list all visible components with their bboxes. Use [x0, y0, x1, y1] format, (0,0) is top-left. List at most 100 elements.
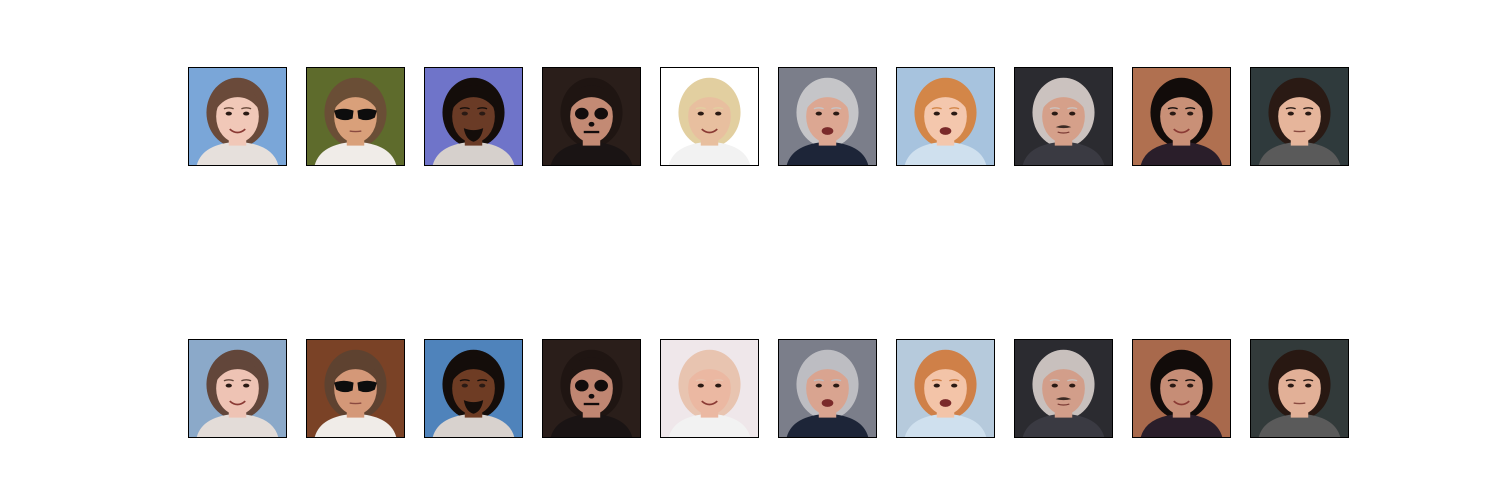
mouth	[701, 400, 718, 406]
moustache	[1055, 125, 1072, 129]
eye-right	[479, 383, 486, 388]
hair-top	[333, 85, 378, 111]
clothing	[668, 413, 751, 437]
hair-top	[923, 357, 968, 383]
face-thumbnail	[897, 340, 994, 437]
original-face-image	[1014, 67, 1113, 166]
reconstructed-face-image	[660, 339, 759, 438]
face	[688, 90, 731, 143]
hair-top	[1159, 85, 1204, 111]
hair-top	[687, 357, 732, 383]
eyebrows	[459, 379, 488, 382]
face	[1042, 90, 1085, 143]
eye-left	[1287, 383, 1294, 388]
eye-right	[243, 111, 250, 116]
eye-left	[225, 383, 232, 388]
face-thumbnail	[425, 340, 522, 437]
mouth	[1173, 400, 1190, 406]
eyebrows	[813, 379, 842, 382]
mouth	[821, 127, 834, 135]
eye-left	[933, 383, 940, 388]
original-face-image	[896, 67, 995, 166]
mouth	[701, 128, 718, 134]
eyebrows	[813, 107, 842, 110]
eyebrows	[695, 107, 724, 110]
face-thumbnail	[189, 68, 286, 165]
mouth	[939, 127, 952, 135]
eye-paint-right	[594, 379, 608, 392]
clothing	[196, 141, 279, 165]
face	[216, 362, 259, 415]
eye-right	[833, 383, 840, 388]
clothing	[668, 141, 751, 165]
clothing	[786, 141, 869, 165]
eye-left	[225, 111, 232, 116]
eye-right	[951, 111, 958, 116]
beard	[463, 400, 484, 414]
face	[1160, 90, 1203, 143]
nose-paint	[588, 393, 595, 399]
clothing	[196, 413, 279, 437]
clothing	[314, 141, 397, 165]
hair-top	[923, 85, 968, 111]
eyebrows	[1049, 379, 1078, 382]
face-thumbnail	[189, 340, 286, 437]
face-thumbnail	[543, 340, 640, 437]
eye-right	[1187, 383, 1194, 388]
eye-right	[951, 383, 958, 388]
eye-left	[1169, 383, 1176, 388]
mouth	[229, 128, 246, 134]
eye-left	[1287, 111, 1294, 116]
original-face-image	[188, 67, 287, 166]
clothing	[1140, 141, 1223, 165]
face	[570, 90, 613, 143]
clothing	[1140, 413, 1223, 437]
original-face-image	[1250, 67, 1349, 166]
original-face-image	[424, 67, 523, 166]
hair-top	[1041, 357, 1086, 383]
eye-left	[1051, 383, 1058, 388]
reconstructed-face-image	[1250, 339, 1349, 438]
face	[570, 362, 613, 415]
face	[334, 90, 377, 143]
clothing	[904, 413, 987, 437]
face-thumbnail	[1015, 68, 1112, 165]
face-thumbnail	[897, 68, 994, 165]
clothing	[1022, 141, 1105, 165]
hair-top	[1277, 85, 1322, 111]
eye-left	[815, 383, 822, 388]
hair-top	[687, 85, 732, 111]
hair-top	[333, 357, 378, 383]
face-thumbnail	[779, 68, 876, 165]
face	[334, 362, 377, 415]
reconstructed-face-image	[778, 339, 877, 438]
face	[806, 362, 849, 415]
reconstructed-face-image	[306, 339, 405, 438]
eye-right	[715, 111, 722, 116]
mouth	[229, 400, 246, 406]
mouth	[1057, 403, 1070, 406]
face	[216, 90, 259, 143]
mouth	[939, 399, 952, 407]
eye-right	[1069, 111, 1076, 116]
face-thumbnail	[543, 68, 640, 165]
eyebrows	[223, 379, 252, 382]
mouth	[821, 399, 834, 407]
eye-left	[1051, 111, 1058, 116]
eye-right	[1069, 383, 1076, 388]
mouth	[1173, 128, 1190, 134]
face	[1278, 90, 1321, 143]
hair-top	[451, 357, 496, 383]
face	[1042, 362, 1085, 415]
reconstructed-face-image	[1132, 339, 1231, 438]
face-thumbnail	[307, 68, 404, 165]
hair-top	[215, 85, 260, 111]
reconstructed-face-image	[1014, 339, 1113, 438]
original-face-image	[306, 67, 405, 166]
original-face-image	[778, 67, 877, 166]
reconstructed-face-image	[896, 339, 995, 438]
clothing	[314, 413, 397, 437]
face	[452, 362, 495, 415]
face	[452, 90, 495, 143]
eyebrows	[931, 107, 960, 110]
